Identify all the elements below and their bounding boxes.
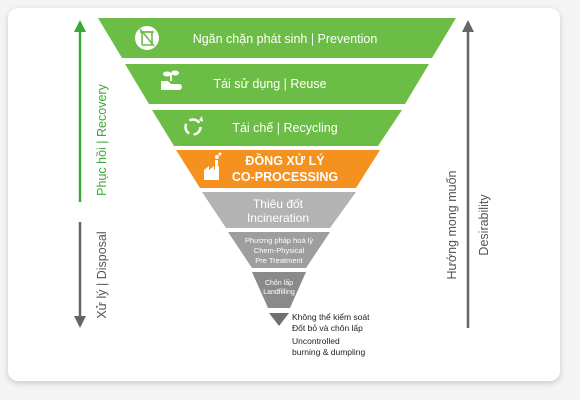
recovery-arrow bbox=[74, 20, 86, 202]
note-line1: Không thể kiểm soát bbox=[292, 312, 370, 322]
level-band bbox=[252, 272, 306, 308]
level-band bbox=[125, 64, 429, 104]
level-band bbox=[228, 232, 330, 268]
level-label-line1: Chôn lấp bbox=[265, 278, 293, 287]
desirability-label-en: Desirability bbox=[477, 194, 491, 256]
level-co-processing: ĐỒNG XỬ LÝ CO-PROCESSING bbox=[176, 150, 380, 188]
note-line4: burning & dumpling bbox=[292, 347, 366, 357]
level-label-line2: Incineration bbox=[247, 211, 309, 225]
recycle-icon bbox=[184, 116, 203, 136]
level-label: Tái sử dụng | Reuse bbox=[213, 77, 326, 91]
desirability-arrow bbox=[462, 20, 474, 328]
uncontrolled-note: Không thể kiểm soát Đốt bỏ và chôn lấp U… bbox=[292, 312, 370, 357]
no-trash-icon bbox=[135, 26, 159, 50]
level-band bbox=[152, 110, 402, 146]
level-label: Ngăn chặn phát sinh | Prevention bbox=[193, 32, 378, 46]
desirability-label-vi: Hướng mong muốn bbox=[445, 170, 459, 279]
hand-sprout-icon bbox=[161, 70, 182, 90]
level-band bbox=[98, 18, 456, 58]
level-incineration: Thiêu đốt Incineration bbox=[202, 192, 356, 228]
level-landfilling: Chôn lấp Landfilling bbox=[252, 272, 306, 308]
level-prevention: Ngăn chặn phát sinh | Prevention bbox=[98, 18, 456, 58]
level-label-line2: Landfilling bbox=[263, 289, 295, 296]
level-band bbox=[176, 150, 380, 188]
level-recycling: Tái chế | Recycling bbox=[152, 110, 402, 146]
factory-icon bbox=[204, 152, 222, 180]
level-label-line1: Phương pháp hoá lý bbox=[245, 236, 314, 245]
disposal-label: Xử lý | Disposal bbox=[95, 231, 109, 318]
level-reuse: Tái sử dụng | Reuse bbox=[125, 64, 429, 104]
level-label-line1: Thiêu đốt bbox=[253, 197, 304, 211]
level-label-line1: ĐỒNG XỬ LÝ bbox=[245, 153, 325, 168]
level-label-line3: Pre Treatment bbox=[255, 256, 303, 265]
level-label-line2: Chem-Physical bbox=[254, 246, 305, 255]
bottom-tip bbox=[269, 313, 289, 326]
level-label: Tái chế | Recycling bbox=[232, 121, 337, 135]
disposal-arrow bbox=[74, 222, 86, 328]
level-chem-physical: Phương pháp hoá lý Chem-Physical Pre Tre… bbox=[228, 232, 330, 268]
note-line3: Uncontrolled bbox=[292, 336, 340, 346]
level-label-line2: CO-PROCESSING bbox=[232, 170, 338, 184]
recovery-label: Phục hồi | Recovery bbox=[95, 83, 109, 195]
note-line2: Đốt bỏ và chôn lấp bbox=[292, 323, 363, 333]
level-band bbox=[202, 192, 356, 228]
